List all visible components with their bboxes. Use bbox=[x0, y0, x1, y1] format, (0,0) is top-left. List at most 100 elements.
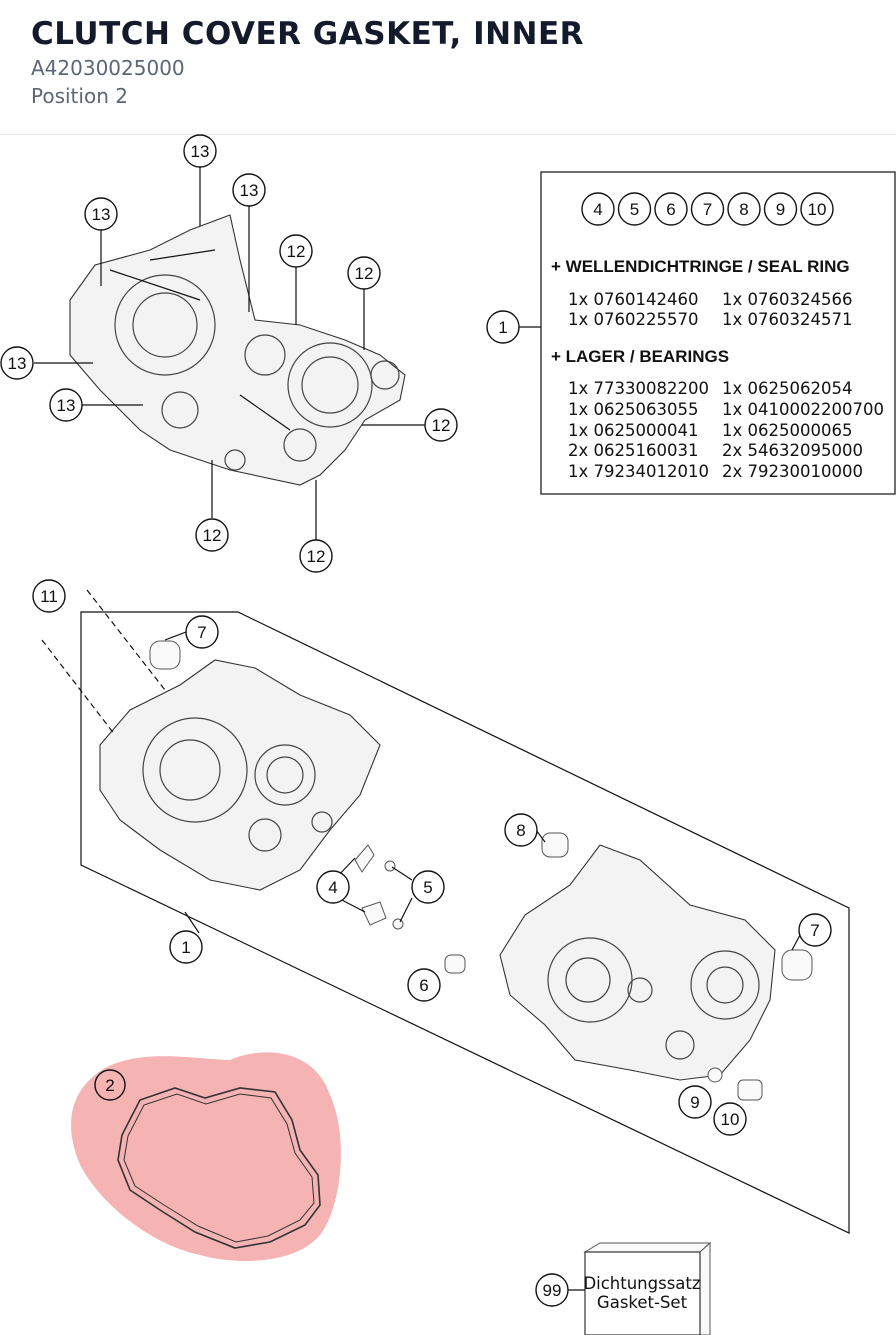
callout-13: 13 bbox=[232, 173, 266, 207]
kit-part-circle-4: 4 bbox=[581, 192, 615, 226]
callout-13: 13 bbox=[183, 134, 217, 168]
callout-circle bbox=[581, 192, 615, 226]
kit-part-circle-5: 5 bbox=[617, 192, 652, 226]
bearing-part: 1x 79234012010 bbox=[568, 462, 709, 481]
callout-5: 5 bbox=[411, 870, 445, 904]
seal-ring-heading: + WELLENDICHTRINGE / SEAL RING bbox=[551, 257, 850, 276]
callout-1: 1 bbox=[169, 930, 203, 964]
callout-circle bbox=[84, 197, 118, 231]
part-number: A42030025000 bbox=[31, 56, 185, 80]
callout-number: 1 bbox=[498, 318, 507, 337]
callout-8: 8 bbox=[504, 813, 538, 847]
callout-circle bbox=[678, 1085, 712, 1119]
crankcase-left-half bbox=[99, 640, 381, 891]
callout-number: 8 bbox=[516, 821, 525, 840]
callout-number: 9 bbox=[776, 200, 785, 219]
callout-number: 5 bbox=[630, 200, 639, 219]
callout-2[interactable]: 2 bbox=[94, 1069, 126, 1101]
callout-number: 7 bbox=[810, 921, 819, 940]
callout-circle bbox=[49, 388, 83, 422]
callout-circle bbox=[183, 134, 217, 168]
callout-circle bbox=[504, 813, 538, 847]
callout-number: 10 bbox=[721, 1110, 740, 1129]
callout-circle bbox=[798, 913, 832, 947]
callout-number: 9 bbox=[690, 1093, 699, 1112]
callout-number: 13 bbox=[191, 142, 210, 161]
gasket-set-box: Dichtungssatz Gasket-Set bbox=[583, 1241, 712, 1335]
part-position: Position 2 bbox=[31, 84, 128, 108]
callout-11: 11 bbox=[32, 579, 66, 613]
callout-circle bbox=[763, 192, 798, 226]
callout-12: 12 bbox=[347, 256, 381, 290]
callout-1: 1 bbox=[486, 310, 520, 344]
callout-circle bbox=[94, 1069, 126, 1101]
gasket-set-label-en: Gasket-Set bbox=[597, 1293, 688, 1312]
page-title: CLUTCH COVER GASKET, INNER bbox=[31, 16, 585, 52]
callout-number: 12 bbox=[432, 416, 451, 435]
callout-circle bbox=[347, 256, 381, 290]
callout-circle bbox=[185, 615, 219, 649]
callout-circle bbox=[800, 192, 834, 226]
bearing-part: 1x 0625000041 bbox=[568, 421, 699, 440]
seal-ring-part: 1x 0760324566 bbox=[722, 290, 853, 309]
crankcase-top-view bbox=[69, 214, 406, 486]
callout-9: 9 bbox=[678, 1085, 712, 1119]
kit-part-circle-10: 10 bbox=[800, 192, 834, 226]
crankcase-right-half bbox=[444, 832, 813, 1101]
callout-circle bbox=[316, 870, 350, 904]
callout-number: 12 bbox=[355, 264, 374, 283]
callout-7: 7 bbox=[185, 615, 219, 649]
callout-number: 13 bbox=[92, 205, 111, 224]
callout-12: 12 bbox=[424, 408, 458, 442]
seal-ring-part: 1x 0760225570 bbox=[568, 310, 699, 329]
callout-circle bbox=[690, 192, 725, 226]
callout-circle bbox=[486, 310, 520, 344]
callout-circle bbox=[411, 870, 445, 904]
callout-number: 10 bbox=[808, 200, 827, 219]
callout-12: 12 bbox=[279, 234, 313, 268]
bearing-part: 2x 0625160031 bbox=[568, 441, 699, 460]
bearing-part: 1x 0625000065 bbox=[722, 421, 853, 440]
callout-13: 13 bbox=[49, 388, 83, 422]
callout-circle bbox=[727, 192, 761, 226]
callout-number: 11 bbox=[40, 587, 58, 606]
callout-7: 7 bbox=[798, 913, 832, 947]
callout-circle bbox=[617, 192, 652, 226]
bearing-part: 2x 79230010000 bbox=[722, 462, 863, 481]
callout-number: 4 bbox=[593, 200, 602, 219]
kit-part-circle-8: 8 bbox=[727, 192, 761, 226]
assembly-outline bbox=[80, 611, 850, 1234]
callout-12: 12 bbox=[195, 518, 229, 552]
callout-circle bbox=[535, 1273, 569, 1307]
callout-4: 4 bbox=[316, 870, 350, 904]
callout-12: 12 bbox=[299, 539, 333, 573]
callout-number: 13 bbox=[57, 396, 76, 415]
inner-clutch-gasket bbox=[117, 1087, 321, 1249]
callout-number: 4 bbox=[328, 878, 337, 897]
kit-part-circle-9: 9 bbox=[763, 192, 798, 226]
bearing-part: 1x 77330082200 bbox=[568, 379, 709, 398]
callout-10: 10 bbox=[713, 1102, 747, 1136]
callout-number: 6 bbox=[419, 976, 428, 995]
callout-number: 12 bbox=[287, 242, 306, 261]
callout-number: 1 bbox=[181, 938, 190, 957]
part-4-shim bbox=[361, 901, 387, 926]
part-4-shim bbox=[354, 844, 375, 873]
clutch-cover-gasket-highlight[interactable] bbox=[71, 1052, 341, 1261]
callout-circle bbox=[407, 968, 441, 1002]
callout-circle bbox=[654, 192, 688, 226]
callout-circle bbox=[232, 173, 266, 207]
seal-ring-part: 1x 0760324571 bbox=[722, 310, 853, 329]
callout-99: 99 bbox=[535, 1273, 569, 1307]
callout-circle bbox=[169, 930, 203, 964]
callout-circle bbox=[424, 408, 458, 442]
callout-number: 12 bbox=[307, 547, 326, 566]
callout-number: 5 bbox=[423, 878, 432, 897]
callout-number: 99 bbox=[543, 1281, 562, 1300]
bearing-part: 1x 0625062054 bbox=[722, 379, 853, 398]
seal-ring-part: 1x 0760142460 bbox=[568, 290, 699, 309]
callout-circle bbox=[713, 1102, 747, 1136]
